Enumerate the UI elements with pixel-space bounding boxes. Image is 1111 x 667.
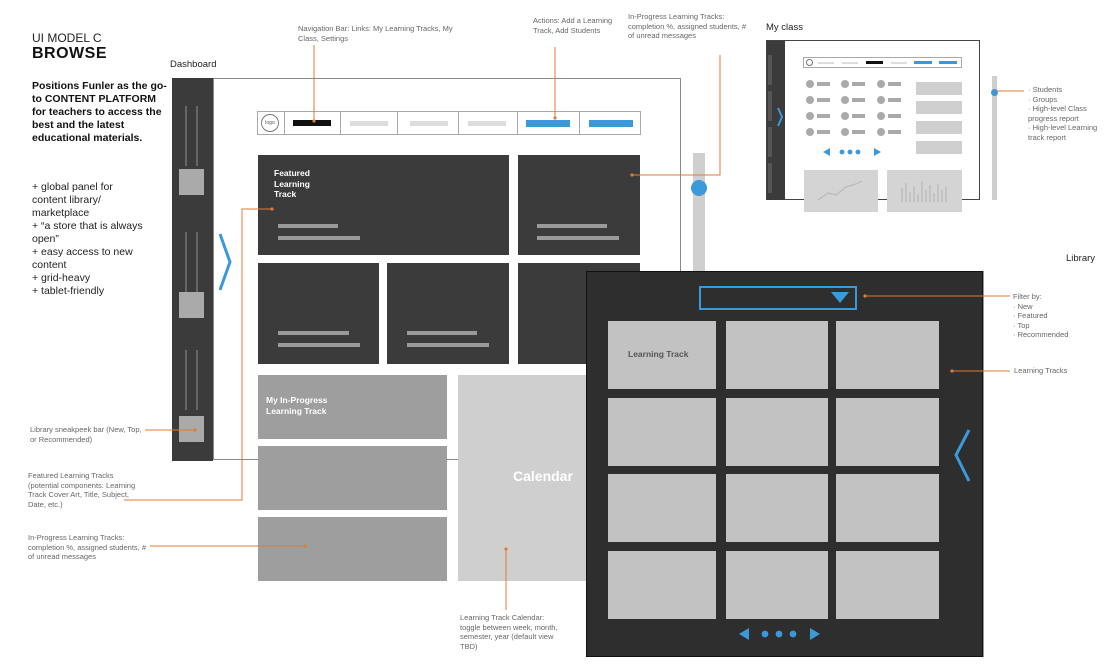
- library-sneakpeek-bar[interactable]: [172, 78, 213, 461]
- featured-learning-track-card[interactable]: Featured Learning Track: [258, 155, 509, 255]
- learning-track-tile[interactable]: Learning Track: [608, 321, 716, 389]
- library-panel[interactable]: Learning Track: [586, 271, 983, 657]
- myclass-pager[interactable]: [823, 146, 883, 158]
- groups-list[interactable]: [916, 82, 962, 155]
- bullet-item: + grid-heavy: [32, 272, 91, 284]
- learning-track-tile[interactable]: [726, 398, 828, 466]
- inprogress-card[interactable]: [518, 155, 640, 255]
- inprogress-card[interactable]: [258, 517, 447, 581]
- learning-track-tile[interactable]: [726, 551, 828, 619]
- myclass-side-panel[interactable]: [767, 41, 785, 200]
- page-title: BROWSE: [32, 45, 107, 62]
- feature-bullets: + global panel for content library/ mark…: [32, 181, 147, 298]
- student-list[interactable]: [805, 79, 910, 141]
- myclass-nav-bar: [803, 57, 962, 68]
- myclass-label: My class: [766, 22, 803, 33]
- dashboard-scrollbar[interactable]: [693, 153, 705, 273]
- myclass-scroll-handle[interactable]: [991, 89, 998, 96]
- sneakpeek-thumb[interactable]: [179, 292, 204, 318]
- navigation-bar: logo: [257, 111, 641, 135]
- inprogress-card[interactable]: [258, 446, 447, 510]
- scroll-handle[interactable]: [691, 180, 707, 196]
- add-students-button[interactable]: [589, 120, 633, 127]
- nav-link-my-learning-tracks[interactable]: [293, 120, 331, 126]
- bullet-item: + “a store that is always open”: [32, 220, 143, 245]
- learning-track-tile[interactable]: [726, 474, 828, 542]
- featured-title: Featured Learning Track: [274, 168, 310, 199]
- bullet-item: + tablet-friendly: [32, 285, 105, 297]
- learning-tracks-annotation: Learning Tracks: [1014, 366, 1068, 375]
- calendar-annotation: Learning Track Calendar: toggle between …: [460, 613, 558, 651]
- library-label: Library: [1066, 253, 1096, 264]
- inprogress-top-annotation: In-Progress Learning Tracks: completion …: [628, 12, 746, 40]
- learning-track-tile[interactable]: [836, 551, 939, 619]
- bullet-item: + global panel for content library/ mark…: [32, 181, 113, 219]
- nav-link[interactable]: [468, 121, 506, 126]
- bullet-item: + easy access to new content: [32, 246, 133, 271]
- positioning-statement: Positions Funler as the go-to CONTENT PL…: [32, 80, 167, 144]
- logo[interactable]: logo: [261, 114, 279, 132]
- featured-annotation: Featured Learning Tracks (potential comp…: [28, 471, 136, 509]
- calendar-title: Calendar: [513, 468, 573, 484]
- class-progress-report[interactable]: [804, 170, 878, 212]
- myclass-annotation: · Students · Groups · High-level Class p…: [1028, 85, 1098, 142]
- dashboard-label: Dashboard: [170, 59, 217, 70]
- nav-link-my-class[interactable]: [350, 121, 388, 126]
- nav-bar-annotation: Navigation Bar: Links: My Learning Track…: [298, 24, 453, 43]
- nav-link-settings[interactable]: [410, 121, 448, 126]
- add-learning-track-button[interactable]: [526, 120, 570, 127]
- learning-track-tile[interactable]: [836, 398, 939, 466]
- myclass-scrollbar[interactable]: [992, 76, 997, 200]
- tile-label: Learning Track: [628, 349, 689, 359]
- sneakpeek-thumb[interactable]: [179, 416, 204, 442]
- model-label: UI MODEL C: [32, 31, 102, 45]
- featured-card[interactable]: [387, 263, 509, 364]
- learning-track-report[interactable]: [887, 170, 962, 212]
- featured-card[interactable]: [258, 263, 379, 364]
- learning-track-tile[interactable]: [726, 321, 828, 389]
- inprogress-bottom-annotation: In-Progress Learning Tracks: completion …: [28, 533, 146, 561]
- learning-track-tile[interactable]: [608, 551, 716, 619]
- filter-dropdown[interactable]: [699, 286, 857, 310]
- learning-track-tile[interactable]: [836, 474, 939, 542]
- learning-track-tile[interactable]: [608, 474, 716, 542]
- my-inprogress-learning-track-card[interactable]: My In-Progress Learning Track: [258, 375, 447, 439]
- calendar-panel[interactable]: Calendar: [458, 375, 598, 581]
- inprogress-title: My In-Progress Learning Track: [266, 395, 328, 416]
- learning-track-tile[interactable]: [608, 398, 716, 466]
- learning-track-tile[interactable]: [836, 321, 939, 389]
- sneakpeek-annotation: Library sneakpeek bar (New, Top, or Reco…: [30, 425, 142, 444]
- actions-annotation: Actions: Add a Learning Track, Add Stude…: [533, 16, 613, 35]
- filter-annotation: Filter by: · New · Featured · Top · Reco…: [1013, 292, 1069, 339]
- sneakpeek-thumb[interactable]: [179, 169, 204, 195]
